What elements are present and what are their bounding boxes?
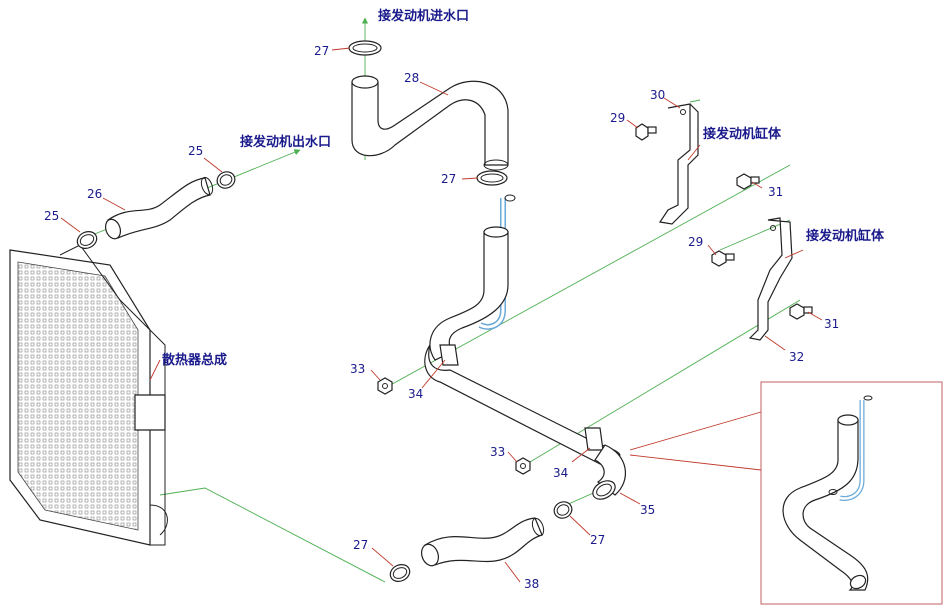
callout-25-right: 25 (188, 144, 203, 158)
radiator-assembly (9, 244, 168, 546)
callout-34-top: 34 (408, 387, 423, 401)
bracket-30 (658, 103, 699, 225)
hose-28 (351, 75, 509, 171)
bolt-31-top (736, 173, 760, 190)
callout-29-bottom: 29 (688, 235, 703, 249)
hose-clamp-27-mid (476, 170, 508, 186)
hose-clamp-27-top (348, 40, 382, 56)
callout-34-bottom: 34 (553, 466, 568, 480)
callout-27-right: 27 (590, 533, 605, 547)
hose-clamp-25-left (76, 231, 98, 249)
bolt-29-top (635, 123, 657, 141)
nut-33-bottom (515, 457, 531, 475)
pipe-upper-bend (429, 194, 516, 361)
callout-28: 28 (404, 71, 419, 85)
callout-27-mid: 27 (441, 172, 456, 186)
callout-27-bottom: 27 (353, 538, 368, 552)
label-radiator-assembly: 散热器总成 (162, 352, 227, 368)
callout-35: 35 (640, 503, 655, 517)
callout-33-top: 33 (350, 362, 365, 376)
bolt-29-bottom (711, 250, 735, 267)
hose-clamp-27-bottom (389, 564, 411, 582)
callout-31-bottom: 31 (824, 317, 839, 331)
callout-33-bottom: 33 (490, 445, 505, 459)
callout-32: 32 (789, 350, 804, 364)
hose-clamp-27-right (553, 501, 573, 519)
label-engine-block-b: 接发动机缸体 (806, 228, 885, 244)
nut-33-top (377, 377, 393, 395)
bolt-31-bottom (789, 303, 813, 320)
leader-lines (60, 47, 823, 583)
callout-31-top: 31 (768, 185, 783, 199)
label-engine-water-outlet: 接发动机出水口 (240, 134, 331, 150)
callout-26: 26 (87, 187, 102, 201)
callout-29-top: 29 (610, 111, 625, 125)
callout-30: 30 (650, 88, 665, 102)
detail-inset (629, 381, 943, 605)
callout-38: 38 (524, 577, 539, 591)
bracket-32 (748, 217, 793, 341)
callout-27-top: 27 (314, 44, 329, 58)
label-engine-block-a: 接发动机缸体 (703, 126, 782, 142)
hose-26 (104, 176, 214, 240)
pipe-long (424, 344, 626, 500)
hose-38 (420, 517, 545, 567)
label-engine-water-inlet: 接发动机进水口 (378, 8, 469, 24)
hose-clamp-25-right (216, 171, 236, 189)
callout-25-left: 25 (44, 209, 59, 223)
